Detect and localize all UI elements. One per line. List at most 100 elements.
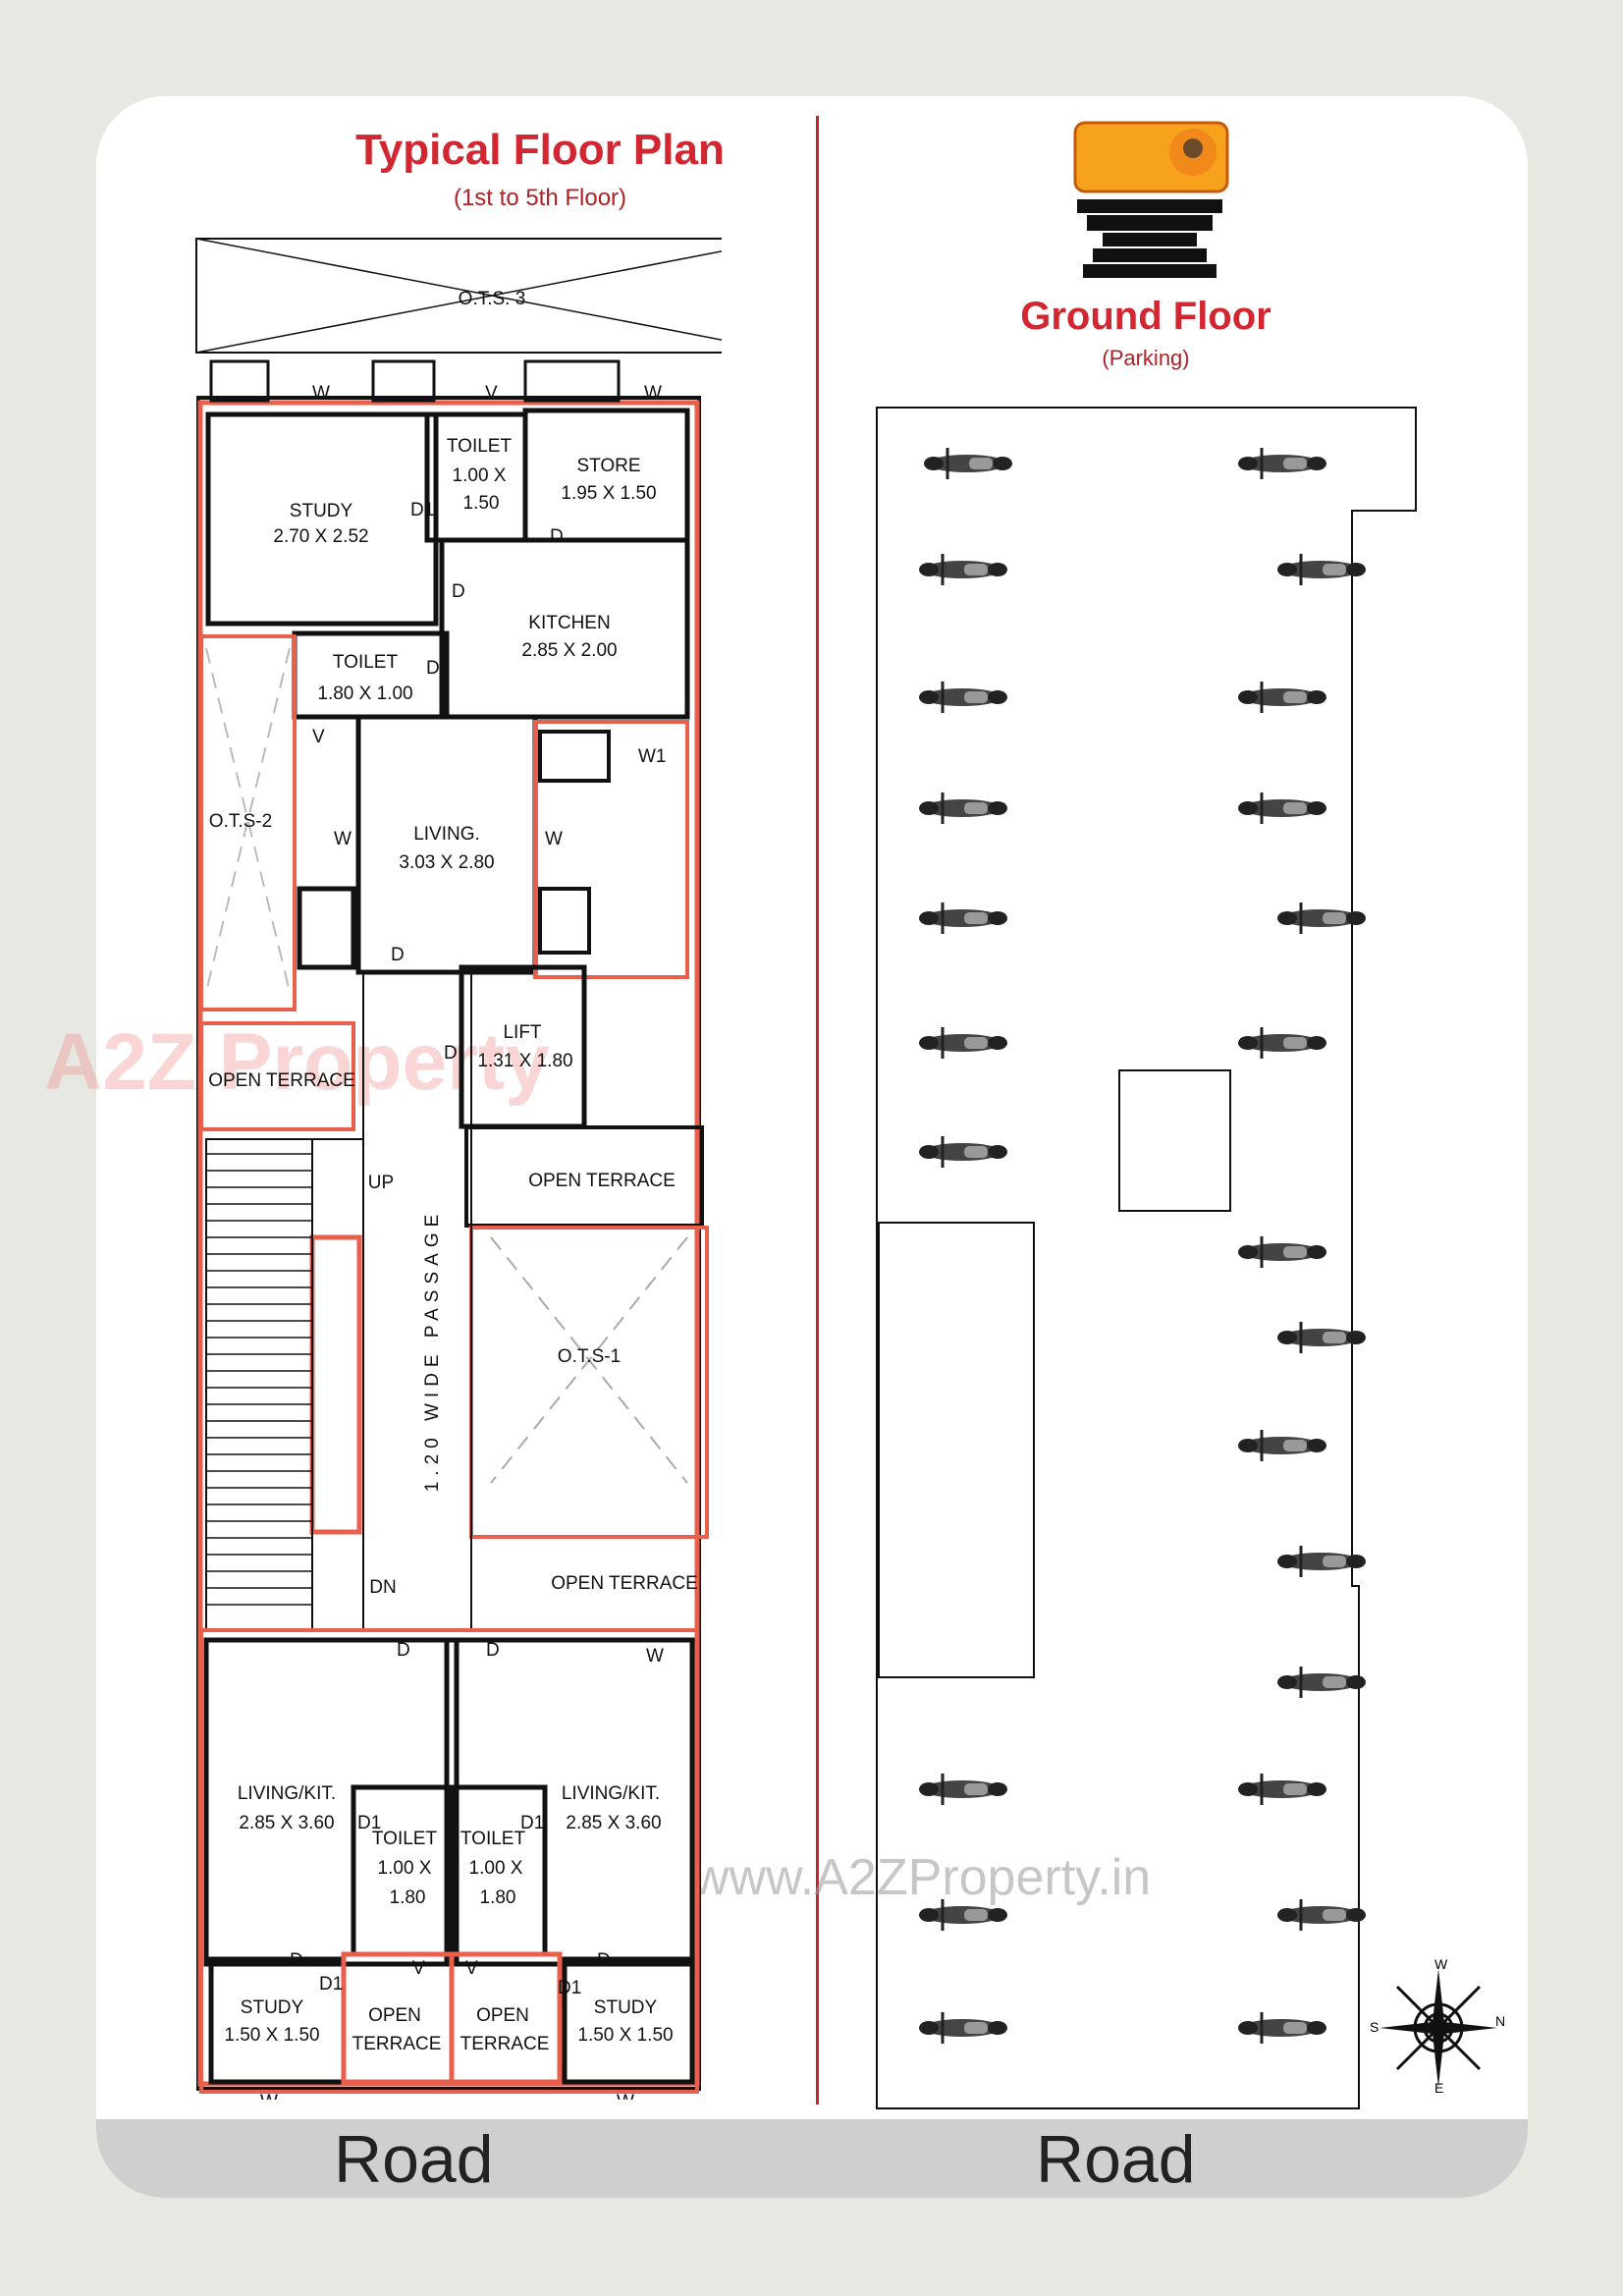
up-label: UP [368,1173,394,1193]
kitchen-dim: 2.85 X 2.00 [521,640,617,661]
door-marker: D [391,945,405,965]
open-terrace-br-line2: TERRACE [460,2034,550,2054]
study-bl-name: STUDY [241,1997,304,2018]
road-band [96,2119,1528,2198]
open-terrace-mid-label: OPEN TERRACE [528,1171,676,1191]
road-label-right: Road [1036,2122,1196,2197]
study-top-name: STUDY [290,501,353,521]
dn-label: DN [369,1577,396,1598]
open-terrace-bl-line1: OPEN [368,2005,421,2026]
left-subtitle: (1st to 5th Floor) [453,185,627,211]
motorcycle-icon [924,448,1012,479]
motorcycle-icon [1277,902,1366,934]
motorcycle-icon [1277,554,1366,585]
compass-e: E [1434,2080,1443,2096]
living-kit-right-dim: 2.85 X 3.60 [566,1813,661,1833]
lift-dim: 1.31 X 1.80 [477,1051,572,1071]
parked-motorcycles [919,448,1366,2044]
toilet-mid-dim: 1.80 X 1.00 [317,683,412,704]
toilet-bl-name: TOILET [372,1829,438,1849]
stair-treads [206,1153,312,1606]
window-marker: W [260,2092,278,2100]
ots2-label: O.T.S-2 [209,811,272,832]
ots3-label: O.T.S. 3 [459,289,526,309]
ots3-box [195,238,722,354]
typical-floor-plan: O.T.S. 3 STUDY 2.70 X 2.52 TOILET 1.00 X… [195,238,722,2100]
left-title: Typical Floor Plan [355,126,725,174]
motorcycle-icon [919,682,1007,713]
open-terrace-br-line1: OPEN [476,2005,529,2026]
store-name: STORE [576,456,640,476]
motorcycle-icon [1238,1774,1326,1805]
open-terrace-left-label: OPEN TERRACE [208,1070,355,1091]
kitchen-name: KITCHEN [528,613,610,633]
toilet-bl-dim2: 1.80 [390,1887,426,1908]
motorcycle-icon [1238,1430,1326,1461]
door-marker: D1 [558,1978,581,1998]
motorcycle-icon [1238,1236,1326,1268]
door-marker: D [597,1950,611,1971]
motorcycle-icon [1238,793,1326,824]
open-terrace-right-label: OPEN TERRACE [551,1573,698,1594]
study-top-dim: 2.70 X 2.52 [273,526,368,547]
door-marker: D [444,1043,458,1064]
brochure-card [96,96,1528,2198]
living-dim: 3.03 X 2.80 [399,852,494,873]
motorcycle-icon [1238,682,1326,713]
window-marker: W [646,1646,664,1667]
door-marker: D1 [410,500,434,520]
toilet-mid-name: TOILET [333,652,399,673]
study-br-dim: 1.50 X 1.50 [577,2025,673,2046]
right-subtitle: (Parking) [1102,346,1190,370]
motorcycle-icon [1238,448,1326,479]
compass-w: W [1434,1959,1448,1972]
motorcycle-icon [919,902,1007,934]
motorcycle-icon [919,2012,1007,2044]
lift-name: LIFT [503,1022,541,1043]
motorcycle-icon [1238,1027,1326,1059]
compass-n: N [1495,2013,1505,2029]
vent-marker: V [465,1958,478,1979]
door-marker: D1 [319,1974,343,1995]
url-watermark: www.A2ZProperty.in [692,1849,1152,1906]
compass-s: S [1370,2019,1379,2035]
motorcycle-icon [919,1136,1007,1168]
toilet-top-dim: 1.00 X [453,465,507,486]
motorcycle-icon [1277,1322,1366,1353]
toilet-top-dim2: 1.50 [463,493,500,514]
toilet-bl-dim: 1.00 X [378,1858,432,1879]
motorcycle-icon [1277,1667,1366,1698]
compass-rose-icon: N S E W [1370,1959,1505,2096]
motorcycle-icon [919,554,1007,585]
window-marker: W1 [638,746,667,767]
window-marker: W [334,829,352,849]
living-kit-right-name: LIVING/KIT. [562,1783,660,1804]
store-dim: 1.95 X 1.50 [561,483,656,504]
door-marker: D [486,1640,500,1661]
staircase [205,1138,364,1631]
door-marker: D [290,1950,303,1971]
brand-watermark: A2Z Property [44,1017,550,1107]
ground-floor-parking-plan [876,407,1417,2109]
study-br-name: STUDY [594,1997,658,2018]
motorcycle-icon [1277,1546,1366,1577]
door-marker: D1 [426,658,450,679]
motorcycle-icon [919,1899,1007,1931]
living-name: LIVING. [413,824,480,845]
vent-marker: V [485,383,498,404]
toilet-top-name: TOILET [447,436,513,457]
toilet-br-dim2: 1.80 [480,1887,516,1908]
motorcycle-icon [919,793,1007,824]
motorcycle-icon [1238,2012,1326,2044]
right-title: Ground Floor [1020,295,1271,338]
door-marker: D1 [520,1813,544,1833]
living-kit-left-dim: 2.85 X 3.60 [239,1813,334,1833]
door-marker: D1 [357,1813,381,1833]
toilet-br-name: TOILET [460,1829,526,1849]
window-marker: W [545,829,563,849]
shivsai-logo-icon [1073,121,1229,278]
window-marker: W [644,383,662,404]
road-label-left: Road [334,2122,494,2197]
window-marker: W [617,2092,634,2100]
panel-divider [816,116,819,2105]
